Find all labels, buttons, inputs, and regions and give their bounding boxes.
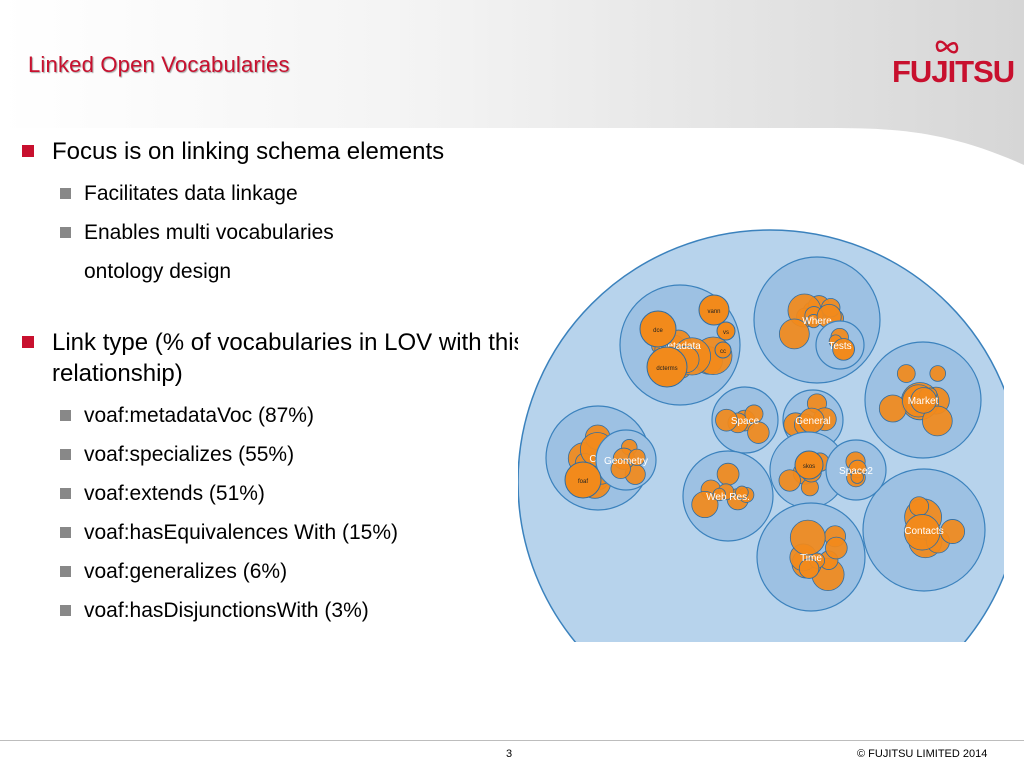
bullet-text: Focus is on linking schema elements xyxy=(52,138,445,165)
sub-bullet: Enables multi vocabularies xyxy=(20,220,540,245)
sub-bullet: Facilitates data linkage xyxy=(20,181,540,206)
gray-square-bullet-icon xyxy=(60,449,71,460)
vocab-node xyxy=(850,470,864,484)
vocab-node xyxy=(798,558,820,579)
gray-square-bullet-icon xyxy=(60,227,71,238)
vocab-node xyxy=(922,405,953,437)
sub-bullet: voaf:metadataVoc (87%) xyxy=(20,403,540,428)
cluster-label: Geometry xyxy=(604,456,648,467)
vocab-node xyxy=(712,487,726,502)
vocab-node-large xyxy=(698,294,730,326)
vocab-node-label: skos xyxy=(803,464,815,470)
gray-square-bullet-icon xyxy=(60,605,71,616)
vocab-node xyxy=(910,387,937,414)
infinity-mark-icon xyxy=(935,40,959,54)
gray-square-bullet-icon xyxy=(60,410,71,421)
sub-bullet: voaf:generalizes (6%) xyxy=(20,559,540,584)
bullet-link-type: Link type (% of vocabularies in LOV with… xyxy=(20,327,540,389)
vocab-node xyxy=(747,421,770,444)
vocab-node xyxy=(903,514,941,551)
sub-bullet-text: voaf:hasEquivalences With (15%) xyxy=(84,521,398,544)
vocab-node xyxy=(778,318,810,350)
vocab-node xyxy=(789,519,826,556)
sub-bullet: voaf:specializes (55%) xyxy=(20,442,540,467)
vocab-node-large xyxy=(646,346,688,388)
vocab-node xyxy=(832,338,855,361)
vocab-node-label: vs xyxy=(723,330,729,336)
vocab-node xyxy=(929,365,946,382)
bullet-text: Link type (% of vocabularies in LOV with… xyxy=(52,329,526,387)
cluster-label: Contacts xyxy=(904,526,943,537)
vocab-node-label: dcterms xyxy=(656,366,677,372)
sub-bullet-text: voaf:extends (51%) xyxy=(84,482,265,505)
gray-square-bullet-icon xyxy=(60,527,71,538)
sub-bullet-text: Enables multi vocabularies xyxy=(84,221,334,244)
vocabulary-bubble-chart: MetadataWhereCityMarketContactsSpaceGene… xyxy=(517,222,1023,735)
sub-bullet-text: voaf:specializes (55%) xyxy=(84,443,295,466)
bubble-chart-svg: MetadataWhereCityMarketContactsSpaceGene… xyxy=(517,229,1023,735)
vocab-node xyxy=(778,469,801,492)
cluster-label: Metadata xyxy=(659,341,701,352)
sub-bullet: voaf:extends (51%) xyxy=(20,481,540,506)
cluster-label: Market xyxy=(908,396,939,407)
vocab-node-label: foaf xyxy=(578,479,588,485)
bullet-linking: Focus is on linking schema elements xyxy=(20,136,540,167)
gray-square-bullet-icon xyxy=(60,188,71,199)
logo-wordmark: FUJITSU xyxy=(892,54,1015,89)
cluster-label: Space xyxy=(731,416,760,427)
sub-bullet: voaf:hasDisjunctionsWith (3%) xyxy=(20,598,540,623)
vocab-node xyxy=(825,536,848,560)
cluster-label: Web Res. xyxy=(706,492,750,503)
sub-bullet: voaf:hasEquivalences With (15%) xyxy=(20,520,540,545)
vocab-node-label: dce xyxy=(653,328,663,334)
red-square-bullet-icon xyxy=(22,145,34,157)
page-number: 3 xyxy=(506,748,513,760)
vocab-node xyxy=(610,458,631,480)
sub-bullet-text: voaf:generalizes (6%) xyxy=(84,560,288,583)
vocab-node-large xyxy=(714,341,732,359)
vocab-node xyxy=(896,364,916,383)
vocab-node-large xyxy=(564,461,602,499)
vocab-node xyxy=(628,448,646,466)
sub-bullet-text: Facilitates data linkage xyxy=(84,182,298,205)
vocab-node-large xyxy=(794,450,824,480)
gray-square-bullet-icon xyxy=(60,488,71,499)
gray-square-bullet-icon xyxy=(60,566,71,577)
cluster-label: General xyxy=(795,416,831,427)
vocab-node-large xyxy=(639,310,677,348)
bullet-list: Focus is on linking schema elements Faci… xyxy=(20,136,540,623)
red-square-bullet-icon xyxy=(22,336,34,348)
vocab-node-label: vann xyxy=(707,309,720,315)
fujitsu-logo: FUJITSU xyxy=(892,36,1015,92)
sub-bullet-text: voaf:hasDisjunctionsWith (3%) xyxy=(84,599,369,622)
header-curve xyxy=(0,128,1024,200)
vocab-node-large xyxy=(716,321,736,341)
sub-bullet-continuation: ontology design xyxy=(84,260,232,283)
vocab-node xyxy=(691,490,719,519)
cluster-label: Tests xyxy=(828,341,851,352)
cluster-label: Where xyxy=(802,316,832,327)
copyright-text: © FUJITSU LIMITED 2014 xyxy=(857,748,988,760)
slide-title: Linked Open Vocabularies xyxy=(28,52,290,77)
cluster-label: Time xyxy=(800,553,822,564)
vocab-node xyxy=(909,496,930,517)
vocab-node xyxy=(940,519,966,544)
cluster-label: Space2 xyxy=(839,466,873,477)
sub-bullet-text: voaf:metadataVoc (87%) xyxy=(84,404,314,427)
vocab-node xyxy=(715,408,738,432)
vocab-node xyxy=(735,485,749,500)
vocab-node-label: cc xyxy=(720,349,726,355)
footer-divider xyxy=(0,740,1024,741)
vocab-node xyxy=(716,462,740,486)
